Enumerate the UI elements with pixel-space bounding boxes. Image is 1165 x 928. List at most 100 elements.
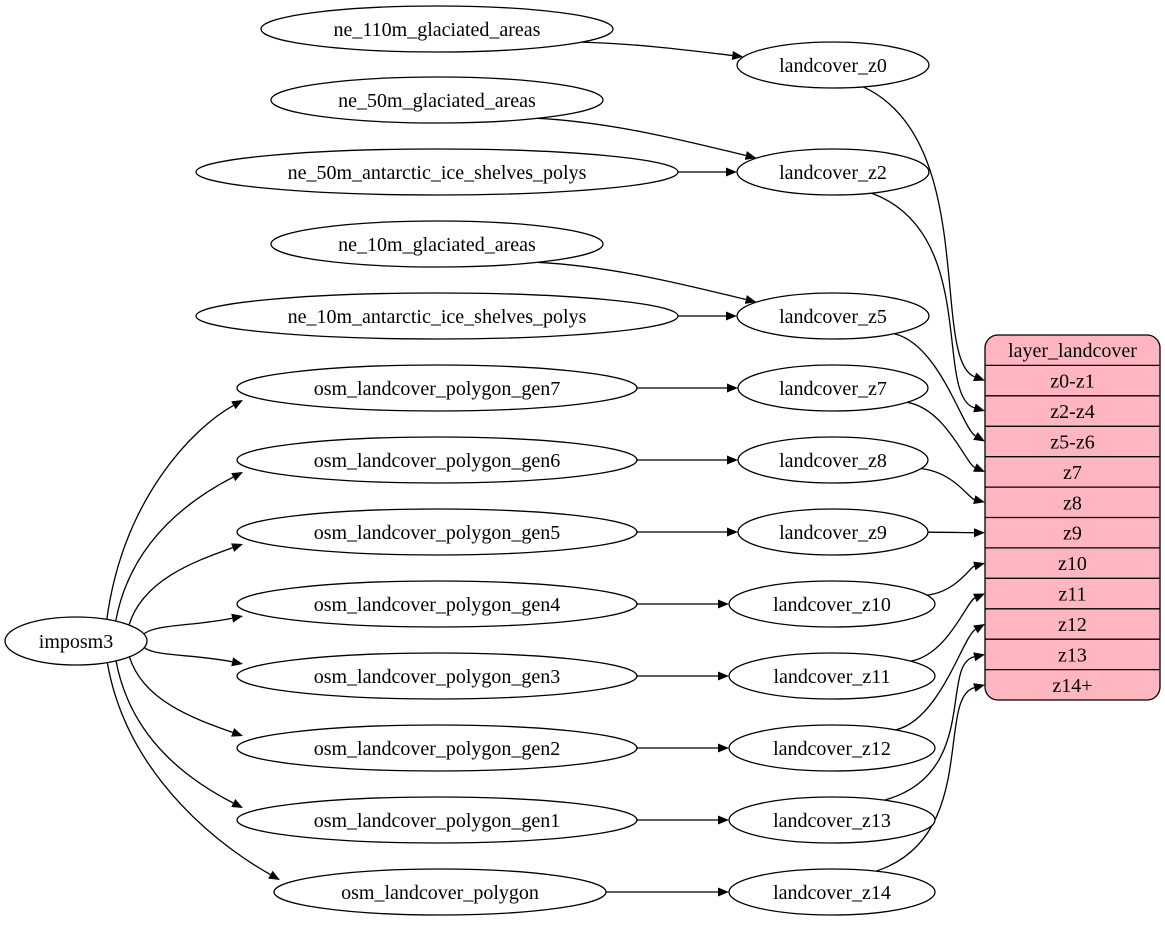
edge-arrowhead-icon	[726, 167, 737, 177]
node-label-landcover_z2: landcover_z2	[779, 162, 887, 184]
record-layer_landcover: layer_landcoverz0-z1z2-z4z5-z6z7z8z9z10z…	[984, 334, 1161, 701]
node-label-osm_landcover_polygon_gen4: osm_landcover_polygon_gen4	[314, 594, 561, 616]
edge-arrowhead-icon	[718, 887, 729, 897]
edge-landcover_z0-to-layer_landcover-z0-z1	[862, 86, 975, 378]
record-row-label-z5-z6: z5-z6	[1050, 432, 1094, 454]
edge-landcover_z11-to-layer_landcover-z11	[910, 597, 976, 662]
node-landcover_z10: landcover_z10	[728, 580, 936, 628]
edge-arrowhead-icon	[718, 599, 729, 609]
record-row-label-z12: z12	[1058, 614, 1087, 636]
node-label-osm_landcover_polygon_gen1: osm_landcover_polygon_gen1	[314, 810, 561, 832]
edge-arrowhead-icon	[973, 561, 985, 571]
node-osm_landcover_polygon_gen5: osm_landcover_polygon_gen5	[236, 508, 638, 556]
edge-landcover_z2-to-layer_landcover-z2-z4	[871, 192, 975, 409]
edge-arrowhead-icon	[718, 815, 729, 825]
record-row-label-z2-z4: z2-z4	[1050, 401, 1094, 423]
edge-arrowhead-icon	[231, 543, 243, 552]
node-osm_landcover_polygon_gen2: osm_landcover_polygon_gen2	[236, 724, 638, 772]
node-imposm3: imposm3	[4, 616, 148, 666]
edge-arrowhead-icon	[973, 432, 985, 442]
node-label-ne_50m_antarctic_ice_shelves_polys: ne_50m_antarctic_ice_shelves_polys	[288, 162, 587, 184]
node-ellipse-shape	[737, 508, 929, 556]
edge-arrowhead-icon	[973, 593, 985, 603]
node-label-landcover_z10: landcover_z10	[773, 594, 891, 616]
node-label-osm_landcover_polygon: osm_landcover_polygon	[341, 882, 539, 904]
edge-arrowhead-icon	[727, 527, 738, 537]
edge-arrowhead-icon	[727, 383, 738, 393]
edge-arrowhead-icon	[973, 403, 985, 413]
node-landcover_z7: landcover_z7	[737, 364, 929, 412]
record-row-label-z14+: z14+	[1052, 675, 1092, 697]
edge-landcover_z14-to-layer_landcover-z14+	[875, 686, 975, 872]
node-osm_landcover_polygon_gen7: osm_landcover_polygon_gen7	[236, 364, 638, 412]
edge-imposm3-to-osm_landcover_polygon_gen3	[143, 647, 233, 663]
edge-landcover_z8-to-layer_landcover-z8	[921, 467, 975, 501]
node-label-ne_110m_glaciated_areas: ne_110m_glaciated_areas	[334, 19, 541, 41]
edge-ne_50m_glaciated_areas-to-landcover_z2	[537, 117, 746, 157]
node-ellipse-shape	[236, 724, 638, 772]
node-ellipse-shape	[195, 148, 679, 196]
edge-arrowhead-icon	[974, 528, 985, 538]
edge-arrowhead-icon	[973, 495, 985, 504]
node-label-osm_landcover_polygon_gen3: osm_landcover_polygon_gen3	[314, 666, 561, 688]
node-ellipse-shape	[236, 364, 638, 412]
edge-arrowhead-icon	[231, 400, 243, 410]
edge-arrowhead-icon	[718, 671, 729, 681]
edge-landcover_z9-to-layer_landcover-z9	[927, 531, 975, 534]
record-row-label-z10: z10	[1058, 553, 1087, 575]
node-ellipse-shape	[736, 41, 930, 89]
edge-arrowhead-icon	[231, 613, 243, 623]
node-landcover_z11: landcover_z11	[728, 652, 936, 700]
node-osm_landcover_polygon_gen3: osm_landcover_polygon_gen3	[236, 652, 638, 700]
node-ne_50m_antarctic_ice_shelves_polys: ne_50m_antarctic_ice_shelves_polys	[195, 148, 679, 196]
node-ne_10m_glaciated_areas: ne_10m_glaciated_areas	[270, 220, 604, 268]
node-label-landcover_z7: landcover_z7	[779, 378, 887, 400]
node-osm_landcover_polygon: osm_landcover_polygon	[273, 868, 607, 916]
edge-arrowhead-icon	[731, 51, 744, 60]
edge-imposm3-to-osm_landcover_polygon_gen4	[143, 617, 233, 635]
node-ellipse-shape	[195, 292, 679, 340]
node-ellipse-shape	[236, 796, 638, 844]
edge-arrowhead-icon	[973, 624, 985, 634]
node-landcover_z9: landcover_z9	[737, 508, 929, 556]
node-label-osm_landcover_polygon_gen2: osm_landcover_polygon_gen2	[314, 738, 561, 760]
edge-imposm3-to-osm_landcover_polygon_gen6	[115, 476, 234, 622]
edge-landcover_z7-to-layer_landcover-z7	[907, 401, 976, 469]
record-row-label-z0-z1: z0-z1	[1050, 371, 1094, 393]
edge-imposm3-to-osm_landcover_polygon	[106, 662, 271, 876]
edge-arrowhead-icon	[726, 311, 737, 321]
record-row-label-z7: z7	[1063, 462, 1082, 484]
edge-imposm3-to-osm_landcover_polygon_gen1	[115, 660, 234, 804]
edge-landcover_z10-to-layer_landcover-z10	[926, 565, 975, 596]
node-ellipse-shape	[728, 652, 936, 700]
record-row-label-z8: z8	[1063, 492, 1082, 514]
node-ellipse-shape	[728, 868, 936, 916]
node-ellipse-shape	[236, 652, 638, 700]
node-label-landcover_z13: landcover_z13	[773, 810, 891, 832]
node-landcover_z14: landcover_z14	[728, 868, 936, 916]
node-ellipse-shape	[260, 5, 614, 53]
record-row-label-z11: z11	[1058, 584, 1086, 606]
node-ellipse-shape	[737, 364, 929, 412]
node-label-osm_landcover_polygon_gen7: osm_landcover_polygon_gen7	[314, 378, 561, 400]
node-ne_50m_glaciated_areas: ne_50m_glaciated_areas	[270, 76, 604, 124]
edge-imposm3-to-osm_landcover_polygon_gen5	[128, 547, 233, 626]
node-label-landcover_z14: landcover_z14	[773, 882, 891, 904]
node-osm_landcover_polygon_gen6: osm_landcover_polygon_gen6	[236, 436, 638, 484]
node-ellipse-shape	[728, 724, 936, 772]
node-label-osm_landcover_polygon_gen5: osm_landcover_polygon_gen5	[314, 522, 561, 544]
edge-arrowhead-icon	[231, 728, 243, 737]
node-ellipse-shape	[737, 436, 929, 484]
node-label-ne_10m_antarctic_ice_shelves_polys: ne_10m_antarctic_ice_shelves_polys	[288, 306, 587, 328]
record-row-label-z9: z9	[1063, 523, 1082, 545]
edge-arrowhead-icon	[973, 463, 985, 472]
edge-landcover_z5-to-layer_landcover-z5-z6	[894, 333, 976, 437]
node-landcover_z13: landcover_z13	[728, 796, 936, 844]
edge-arrowhead-icon	[231, 799, 243, 808]
node-landcover_z2: landcover_z2	[736, 148, 930, 196]
node-landcover_z12: landcover_z12	[728, 724, 936, 772]
edge-landcover_z12-to-layer_landcover-z12	[895, 628, 976, 731]
edge-arrowhead-icon	[973, 372, 985, 381]
